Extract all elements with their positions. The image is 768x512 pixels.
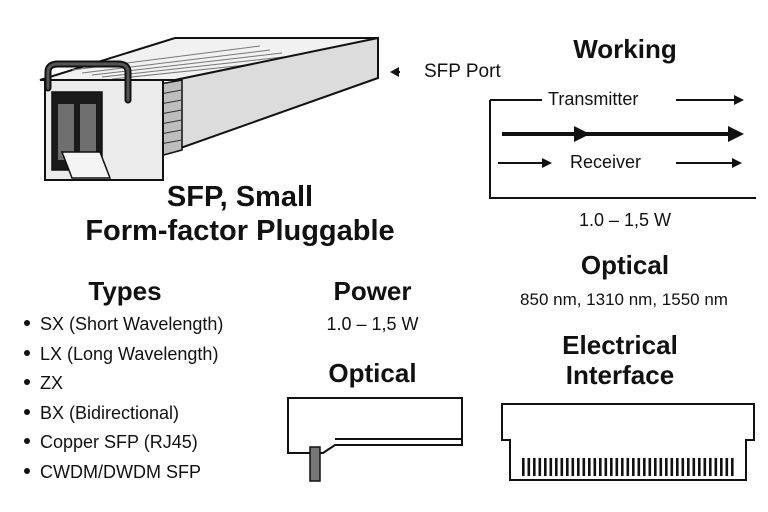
contact-pin [626,458,630,476]
contact-pin [714,458,718,476]
bullet-icon [24,349,30,356]
page-title: SFP, Small Form-factor Pluggable [40,180,440,248]
list-item: SX (Short Wavelength) [24,310,223,340]
list-item: LX (Long Wavelength) [24,340,223,370]
optical-heading-bottom: Optical [328,358,417,388]
optical-wavelengths: 850 nm, 1310 nm, 1550 nm [520,290,728,309]
electrical-heading-line-1: Electrical [562,330,678,360]
bullet-icon [24,438,30,445]
working-power-value: 1.0 – 1,5 W [578,210,672,230]
contact-pin [588,458,591,476]
contact-pin [692,458,696,476]
contact-pin [615,458,619,476]
contact-pin [544,458,547,476]
title-line-2: Form-factor Pluggable [85,215,395,247]
receiver-label: Receiver [570,152,642,172]
contact-pin [571,458,575,476]
electrical-heading: Electrical Interface [520,330,720,390]
contact-pin [720,458,723,476]
contact-pin [709,458,712,476]
sfp-port-label: SFP Port [424,61,501,82]
power-value: 1.0 – 1,5 W [326,314,419,334]
contact-pin [670,458,674,476]
contact-pin [538,458,542,476]
transmitter-label: Transmitter [548,89,639,109]
contact-pin [698,458,701,476]
list-item: Copper SFP (RJ45) [24,428,223,458]
bullet-icon [24,379,30,386]
types-heading: Types [88,276,162,306]
optical-heading-top: Optical [580,250,670,280]
list-item: ZX [24,369,223,399]
contact-pin [582,458,586,476]
contact-pin [654,458,657,476]
contact-pin [621,458,624,476]
contact-pin [604,458,608,476]
contact-pin [648,458,652,476]
optical-connector-illustration [287,397,463,482]
working-heading: Working [573,34,677,64]
contact-pin [555,458,558,476]
types-list: SX (Short Wavelength) LX (Long Wavelengt… [24,310,223,487]
contact-pin [659,458,663,476]
contact-pin [643,458,646,476]
list-item: CWDM/DWDM SFP [24,458,223,488]
contact-pin [560,458,564,476]
contact-pin [676,458,679,476]
contact-pin [731,458,734,476]
title-line-1: SFP, Small [166,181,314,213]
bullet-icon [24,467,30,474]
contact-pin [522,458,525,476]
contact-pin [566,458,569,476]
contact-pin [665,458,668,476]
contact-pin [599,458,602,476]
electrical-edge-connector [501,403,755,481]
contact-pin [725,458,729,476]
contact-pin [577,458,580,476]
contact-pin [527,458,531,476]
power-heading: Power [333,276,412,306]
working-diagram [489,95,756,199]
sfp-module-illustration [39,36,400,181]
contact-pin [687,458,690,476]
contact-pin [681,458,685,476]
contact-pin [637,458,641,476]
contact-pin [703,458,707,476]
contact-pin [610,458,613,476]
contact-pin [533,458,536,476]
contact-pin [549,458,553,476]
contact-pin [632,458,635,476]
bullet-icon [24,408,30,415]
list-item: BX (Bidirectional) [24,399,223,429]
electrical-heading-line-2: Interface [565,360,675,390]
contact-pin [593,458,597,476]
bullet-icon [24,320,30,327]
